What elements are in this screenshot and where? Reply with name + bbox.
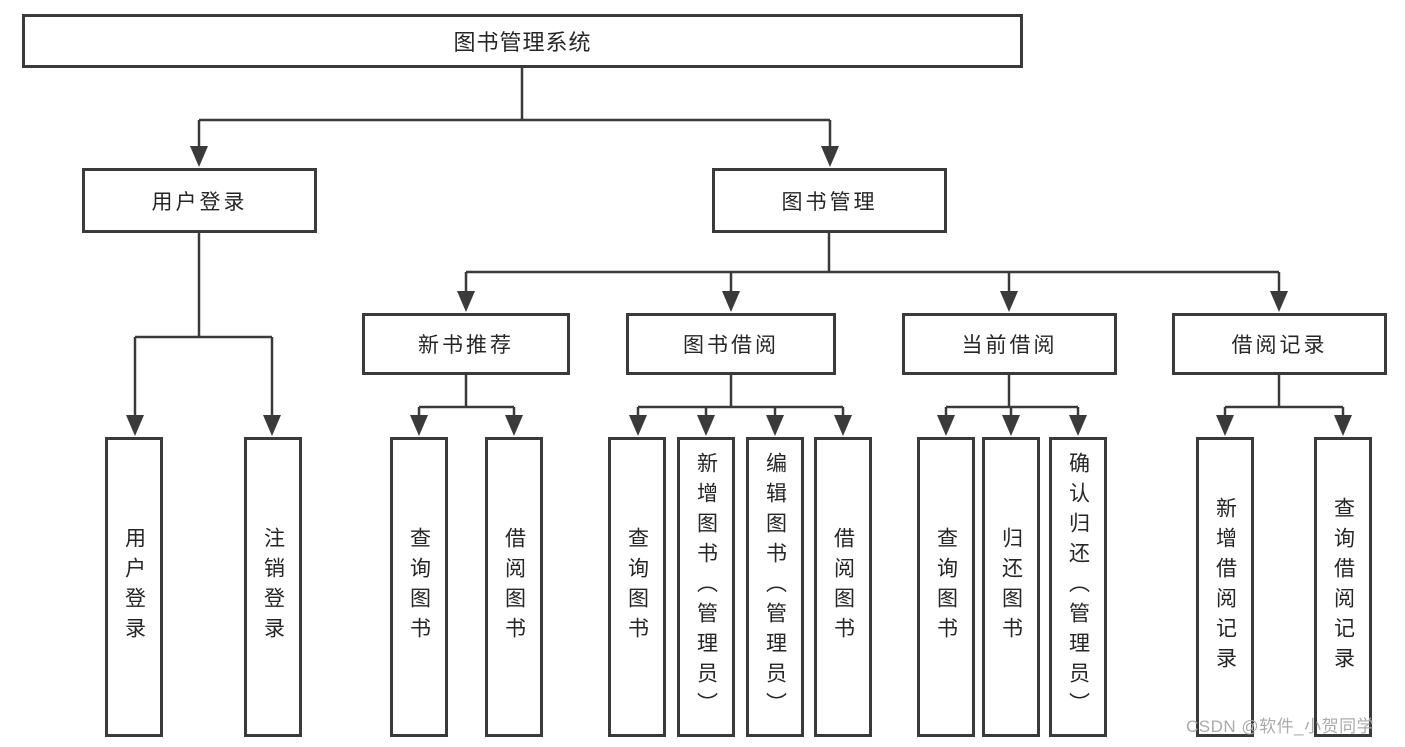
node-book-borrow-label: 图书借阅 <box>683 334 779 357</box>
leaf-logout-label: 注销登录 <box>261 527 285 647</box>
leaf-query-books-current: 查询图书 <box>917 437 975 737</box>
node-book-management-label: 图书管理 <box>781 190 878 214</box>
leaf-edit-book-admin: 编辑图书（管理员） <box>746 437 804 737</box>
leaf-query-books-current-label: 查询图书 <box>934 527 958 647</box>
leaf-user-login: 用户登录 <box>105 437 163 737</box>
leaf-add-borrow-record-label: 新增借阅记录 <box>1213 497 1237 677</box>
leaf-add-book-admin: 新增图书（管理员） <box>677 437 735 737</box>
node-root: 图书管理系统 <box>22 14 1023 68</box>
leaf-query-borrow-record-label: 查询借阅记录 <box>1331 497 1355 677</box>
node-user-login-label: 用户登录 <box>151 190 248 214</box>
node-book-management: 图书管理 <box>712 168 947 233</box>
node-new-book-recommend: 新书推荐 <box>362 313 570 375</box>
node-root-label: 图书管理系统 <box>453 30 592 55</box>
node-current-borrow: 当前借阅 <box>902 313 1117 375</box>
node-borrow-records: 借阅记录 <box>1172 313 1387 375</box>
leaf-confirm-return-admin-label: 确认归还（管理员） <box>1066 452 1090 722</box>
node-new-book-recommend-label: 新书推荐 <box>418 334 514 357</box>
csdn-watermark: CSDN @软件_小贺同学 <box>1186 717 1375 736</box>
leaf-borrow-books-borrow-label: 借阅图书 <box>831 527 855 647</box>
leaf-query-books-recommend-label: 查询图书 <box>407 527 431 647</box>
leaf-return-book: 归还图书 <box>982 437 1040 737</box>
leaf-add-book-admin-label: 新增图书（管理员） <box>694 452 718 722</box>
node-borrow-records-label: 借阅记录 <box>1231 334 1328 357</box>
node-user-login: 用户登录 <box>82 168 317 233</box>
leaf-query-borrow-record: 查询借阅记录 <box>1314 437 1372 737</box>
leaf-borrow-books-recommend: 借阅图书 <box>485 437 543 737</box>
leaf-user-login-label: 用户登录 <box>122 527 146 647</box>
node-current-borrow-label: 当前借阅 <box>961 334 1058 357</box>
leaf-return-book-label: 归还图书 <box>999 527 1023 647</box>
leaf-query-books-borrow: 查询图书 <box>608 437 666 737</box>
leaf-edit-book-admin-label: 编辑图书（管理员） <box>763 452 787 722</box>
leaf-add-borrow-record: 新增借阅记录 <box>1196 437 1254 737</box>
leaf-logout: 注销登录 <box>244 437 302 737</box>
leaf-query-books-recommend: 查询图书 <box>390 437 448 737</box>
leaf-borrow-books-borrow: 借阅图书 <box>814 437 872 737</box>
node-book-borrow: 图书借阅 <box>626 313 836 375</box>
leaf-borrow-books-recommend-label: 借阅图书 <box>502 527 526 647</box>
leaf-confirm-return-admin: 确认归还（管理员） <box>1049 437 1107 737</box>
leaf-query-books-borrow-label: 查询图书 <box>625 527 649 647</box>
